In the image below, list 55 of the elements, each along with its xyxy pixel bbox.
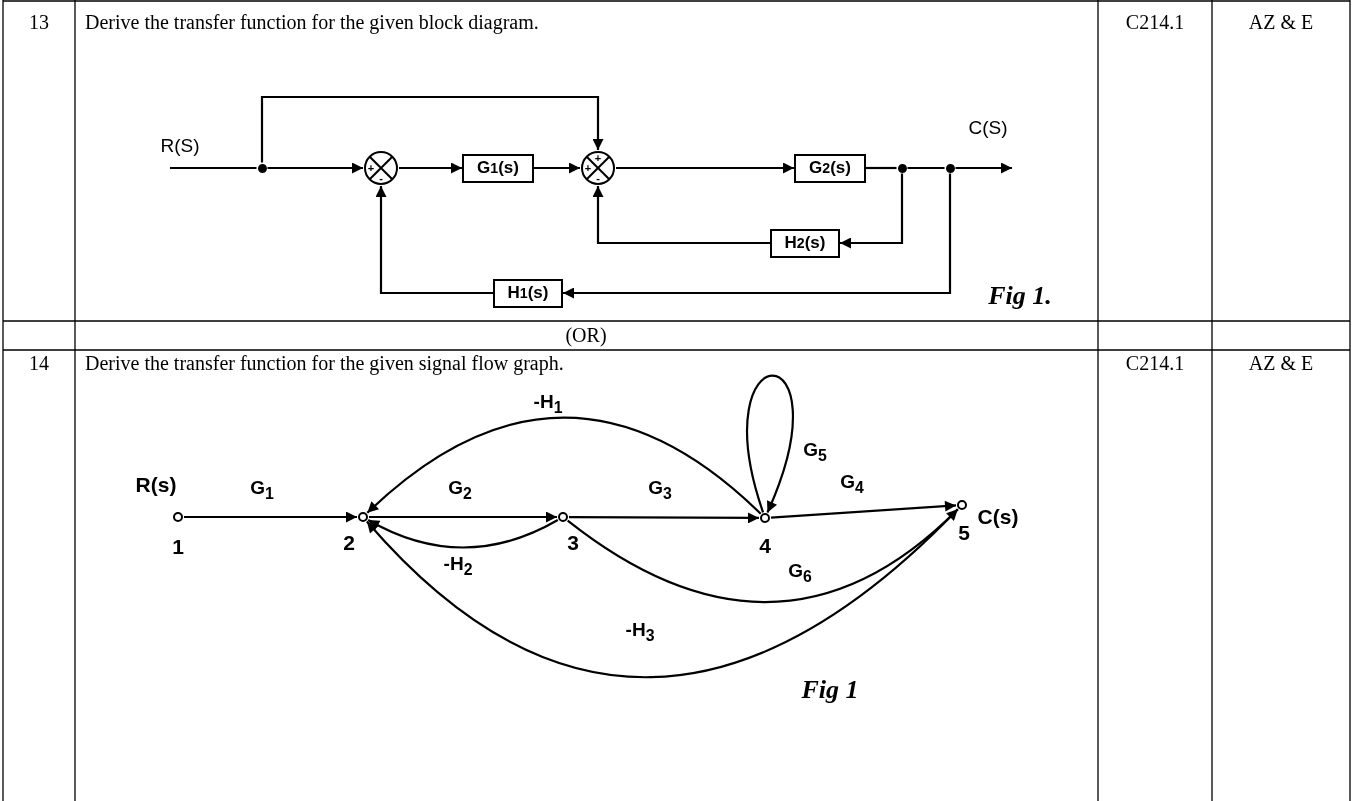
course-outcome-code: C214.1 xyxy=(1125,11,1185,33)
arrow xyxy=(366,508,959,679)
arrow xyxy=(955,162,1012,174)
edge-label: G$_{1}$ xyxy=(250,477,274,503)
connector-line xyxy=(170,166,257,170)
arrow xyxy=(184,511,357,523)
arrow xyxy=(375,186,493,295)
figure-caption: Fig 1 xyxy=(801,675,859,705)
arrow xyxy=(567,508,959,603)
connector-line xyxy=(907,166,945,170)
arrow xyxy=(770,500,957,519)
question-text: Derive the transfer function for the given signal flow graph. xyxy=(85,352,564,374)
signal-label: R(S) xyxy=(160,135,200,157)
sign-label: + xyxy=(594,152,602,164)
edge-label: G$_{6}$ xyxy=(788,560,812,586)
arrow xyxy=(399,162,462,174)
node-label: C(s) xyxy=(977,505,1019,529)
question-number: 14 xyxy=(29,352,49,374)
cognitive-level: AZ & E xyxy=(1248,11,1314,33)
edge-label: G$_{4}$ xyxy=(840,471,864,497)
or-separator: (OR) xyxy=(565,324,607,346)
arrow xyxy=(569,512,759,524)
arrow xyxy=(746,374,794,513)
question-number: 13 xyxy=(29,11,49,33)
node-label: 5 xyxy=(958,521,970,545)
course-outcome-code: C214.1 xyxy=(1125,352,1185,374)
edge-label: -H$_{3}$ xyxy=(625,619,655,645)
edge-label: -H$_{2}$ xyxy=(443,553,473,579)
sign-label: - xyxy=(596,172,600,184)
arrow xyxy=(534,162,580,174)
arrow xyxy=(260,95,604,163)
arrow xyxy=(840,173,904,249)
signal-label: C(S) xyxy=(968,117,1008,139)
node-label: 4 xyxy=(759,534,771,558)
node-label: 2 xyxy=(343,531,355,555)
sign-label: - xyxy=(379,172,383,184)
edge-label: G$_{2}$ xyxy=(448,477,472,503)
arrow xyxy=(369,511,557,523)
arrow xyxy=(592,186,770,245)
node-label: 3 xyxy=(567,531,579,555)
arrow xyxy=(616,162,794,174)
sign-label: + xyxy=(584,162,592,174)
figure-caption: Fig 1. xyxy=(988,281,1052,311)
arrow xyxy=(367,519,559,549)
edge-label: G$_{5}$ xyxy=(803,439,827,465)
node-label: R(s) xyxy=(135,473,177,497)
question-text: Derive the transfer function for the given block diagram. xyxy=(85,11,539,33)
connector-line xyxy=(866,166,897,170)
sign-label: + xyxy=(367,162,375,174)
arrow xyxy=(366,416,762,515)
arrow xyxy=(267,162,363,174)
node-label: 1 xyxy=(172,535,184,559)
edge-label: G$_{3}$ xyxy=(648,477,672,503)
edge-label: -H$_{1}$ xyxy=(533,391,563,417)
cognitive-level: AZ & E xyxy=(1248,352,1314,374)
